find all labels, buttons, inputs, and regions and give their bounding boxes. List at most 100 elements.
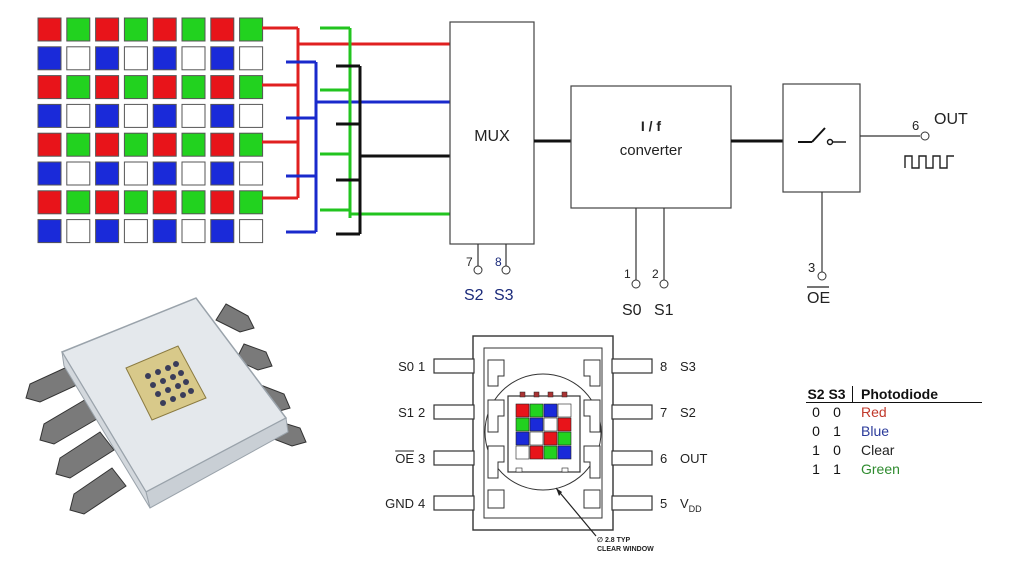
s0-pin-terminal [631,279,641,289]
photodiode-cell-white [239,103,264,128]
package-die-cell [543,417,558,432]
s1-pin-label: S1 [654,302,674,319]
row-label: Red [861,404,887,420]
photodiode-cell-red [152,17,177,42]
chip-photo [25,297,307,515]
package-pin-number-2: 2 [418,405,425,420]
photodiode-cell-white [181,103,206,128]
photodiode-cell-white [123,46,148,71]
photodiode-cell-green [123,190,148,215]
package-die-cell [515,445,530,460]
package-pin-name-2: S1 [398,405,414,420]
package-die-cell [515,417,530,432]
photodiode-cell-green [66,190,91,215]
converter-subtitle: converter [620,142,683,159]
photodiode-cell-white [181,161,206,186]
photodiode-cell-blue [37,46,62,71]
photodiode-cell-red [95,17,120,42]
photodiode-cell-green [181,132,206,157]
photodiode-cell-green [66,132,91,157]
package-pin-name-8: S3 [680,359,696,374]
photodiode-cell-blue [210,103,235,128]
s0-pin-label: S0 [622,302,642,319]
header-s2: S2 [807,386,825,402]
photodiode-cell-red [152,75,177,100]
oe-pin-number: 3 [808,260,815,275]
s3-pin-terminal [501,265,511,275]
photodiode-cell-blue [37,161,62,186]
photodiode-cell-white [66,46,91,71]
converter-title: I / f [641,118,662,134]
photodiode-cell-green [239,190,264,215]
package-pin-name-3: OE [395,451,414,466]
square-wave-icon [904,155,954,169]
package-die-cell [557,417,572,432]
truth-table-row: 0 1 Blue [812,423,890,439]
row-label: Clear [861,442,895,458]
s2-pin-label: S2 [464,287,484,304]
photodiode-cell-white [123,161,148,186]
package-die-cell [529,403,544,418]
truth-table: S2 S3 Photodiode 0 0 Red 0 1 Blue 1 0 Cl… [806,386,982,479]
s2-pin-terminal [473,265,483,275]
package-die-cell [529,431,544,446]
die-pad [561,467,569,473]
package-die-grid [515,391,572,473]
photodiode-cell-green [181,75,206,100]
package-die-cell [557,403,572,418]
package-pin-name-4: GND [385,496,414,511]
photodiode-cell-red [210,17,235,42]
header-photodiode: Photodiode [861,386,938,402]
truth-table-row: 0 0 Red [812,404,887,420]
package-pin-number-3: 3 [418,451,425,466]
photodiode-cell-white [239,46,264,71]
array-wiring [262,26,450,236]
photodiode-cell-blue [152,161,177,186]
out-pin-label: OUT [934,111,968,128]
truth-table-row: 1 0 Clear [812,442,895,458]
photodiode-cell-red [95,190,120,215]
photodiode-cell-white [66,103,91,128]
oe-pin-label: OE [807,290,830,307]
s1-pin-terminal [659,279,669,289]
die-pad [547,391,554,398]
photodiode-cell-white [181,219,206,244]
photodiode-cell-blue [95,103,120,128]
window-note-label: CLEAR WINDOW [597,546,654,553]
s3-pin-number: 8 [495,255,502,269]
photodiode-cell-white [239,161,264,186]
photodiode-cell-green [123,132,148,157]
photodiode-cell-green [123,17,148,42]
photodiode-cell-red [210,190,235,215]
truth-table-header: S2 S3 Photodiode [806,386,982,403]
package-die-cell [557,431,572,446]
truth-table-row: 1 1 Green [812,461,900,477]
package-die-cell [529,445,544,460]
die-pad [515,467,523,473]
photodiode-cell-red [37,75,62,100]
package-pin-name-5: VDD [680,496,702,514]
photodiode-cell-white [123,219,148,244]
photodiode-cell-blue [37,219,62,244]
converter-block [570,85,732,209]
photodiode-cell-red [210,132,235,157]
package-pin-name-1: S0 [398,359,414,374]
package-drawing [433,335,653,537]
photodiode-cell-blue [152,219,177,244]
photodiode-cell-green [239,17,264,42]
output-switch-block [782,83,861,193]
package-pin-name-7: S2 [680,405,696,420]
photodiode-cell-red [152,132,177,157]
package-pin-number-5: 5 [660,496,667,511]
photodiode-cell-red [152,190,177,215]
package-die-cell [515,431,530,446]
row-label: Green [861,461,900,477]
photodiode-cell-blue [210,46,235,71]
photodiode-cell-blue [210,161,235,186]
row-label: Blue [861,423,890,439]
package-pin-number-1: 1 [418,359,425,374]
out-pin-terminal [920,131,930,141]
